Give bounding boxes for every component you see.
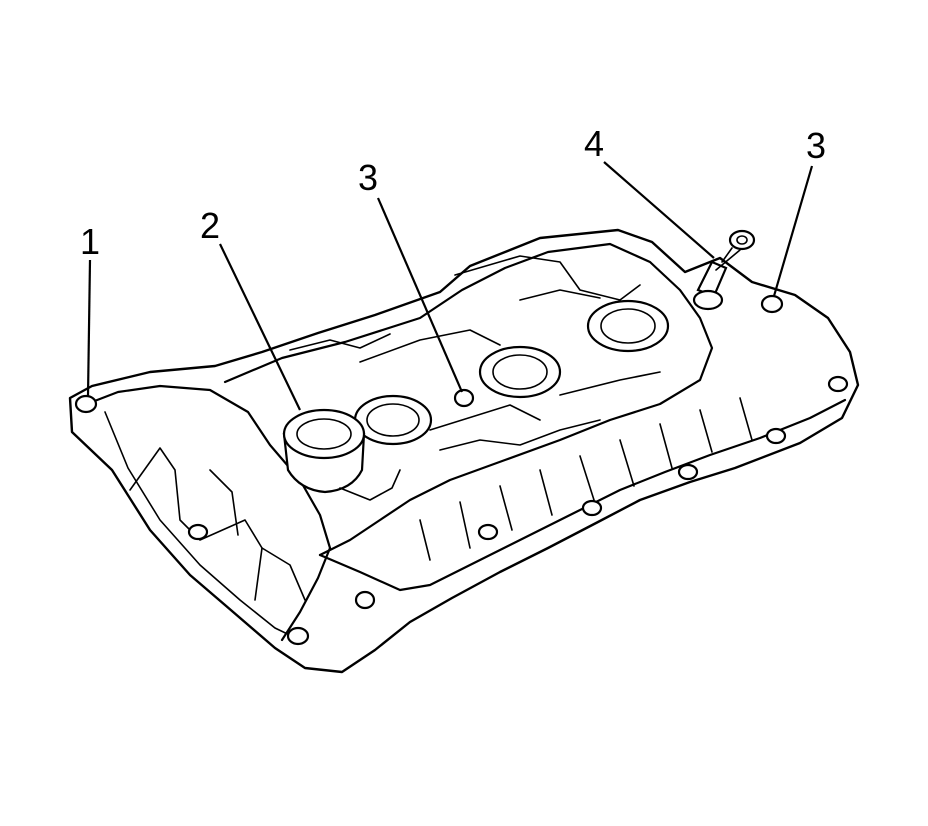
bolt-hole [765,427,787,445]
coil-opening-inner [366,403,420,437]
callout-labels: 1 2 3 4 3 [80,123,826,262]
bolt-hole [581,499,603,517]
rim-bolt-holes [74,294,849,646]
front-ribs [419,397,753,561]
leader-line-3a [376,197,464,393]
top-detail-lines [359,255,661,431]
coil-opening [478,345,562,399]
bolt-hole [677,463,699,481]
cover-outline [68,228,860,674]
left-end-rib-2 [209,469,306,601]
bolt-hole [827,375,849,393]
cover-lower-skirt [318,398,847,592]
valve-cover-assembly [68,228,860,674]
callout-3a: 3 [358,157,378,198]
leader-line-4 [603,161,715,259]
pcv-fitting-ring [728,229,756,251]
coil-opening-inner [600,308,656,344]
leader-line-1 [86,259,92,397]
callout-4: 4 [584,123,604,164]
bolt-hole [760,294,784,314]
callout-2: 2 [200,205,220,246]
oil-fill-neck-opening [296,418,352,450]
bolt-hole [74,394,98,414]
oil-fill-neck-base [339,469,401,501]
coil-opening [586,299,670,353]
bolt-hole [477,523,499,541]
oil-fill-neck-rim [282,408,366,460]
bolt-hole [354,590,376,610]
coil-opening-inner [492,354,548,390]
callout-1: 1 [80,221,100,262]
callout-3b: 3 [806,125,826,166]
left-end-frame [90,384,332,642]
left-end-inner [104,411,301,641]
pcv-fitting-tab [715,247,741,271]
bolt-hole [286,626,310,646]
pcv-fitting [692,229,756,311]
bolt-hole [187,523,209,541]
oil-fill-neck [282,408,401,501]
leader-lines [86,161,814,411]
pcv-fitting-base [692,289,724,311]
leader-line-3b [772,165,814,297]
bolt-hole [453,388,475,408]
baffle-detail [289,289,601,451]
pcv-fitting-hole [736,235,748,245]
cover-top-ridge [223,242,714,557]
coil-openings [353,299,670,446]
leader-line-2 [219,243,301,411]
